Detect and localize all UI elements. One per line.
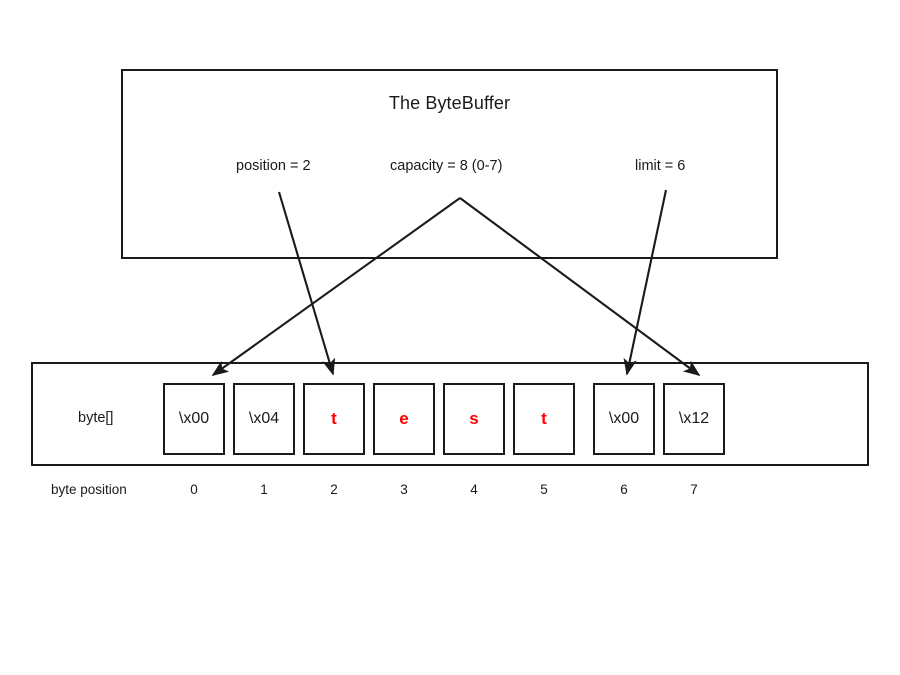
byte-cell-0[interactable]: \x00 bbox=[163, 383, 225, 455]
byte-position-1: 1 bbox=[260, 482, 268, 497]
property-label-limit: limit = 6 bbox=[635, 158, 686, 174]
byte-position-4: 4 bbox=[470, 482, 478, 497]
byte-cell-3[interactable]: e bbox=[373, 383, 435, 455]
page-title: The ByteBuffer bbox=[388, 93, 511, 113]
byte-position-6: 6 bbox=[620, 482, 628, 497]
byte-cell-7[interactable]: \x12 bbox=[663, 383, 725, 455]
byte-position-3: 3 bbox=[400, 482, 408, 497]
property-label-position: position = 2 bbox=[236, 158, 311, 174]
byte-position-row-label: byte position bbox=[51, 482, 127, 497]
byte-cell-5[interactable]: t bbox=[513, 383, 575, 455]
byte-position-7: 7 bbox=[690, 482, 698, 497]
property-label-capacity: capacity = 8 (0-7) bbox=[390, 158, 503, 174]
byte-array-label: byte[] bbox=[78, 410, 114, 426]
byte-position-5: 5 bbox=[540, 482, 548, 497]
byte-cell-2[interactable]: t bbox=[303, 383, 365, 455]
byte-cell-6[interactable]: \x00 bbox=[593, 383, 655, 455]
byte-cell-4[interactable]: s bbox=[443, 383, 505, 455]
byte-cell-1[interactable]: \x04 bbox=[233, 383, 295, 455]
byte-array-container bbox=[31, 362, 869, 466]
byte-position-2: 2 bbox=[330, 482, 338, 497]
byte-position-0: 0 bbox=[190, 482, 198, 497]
